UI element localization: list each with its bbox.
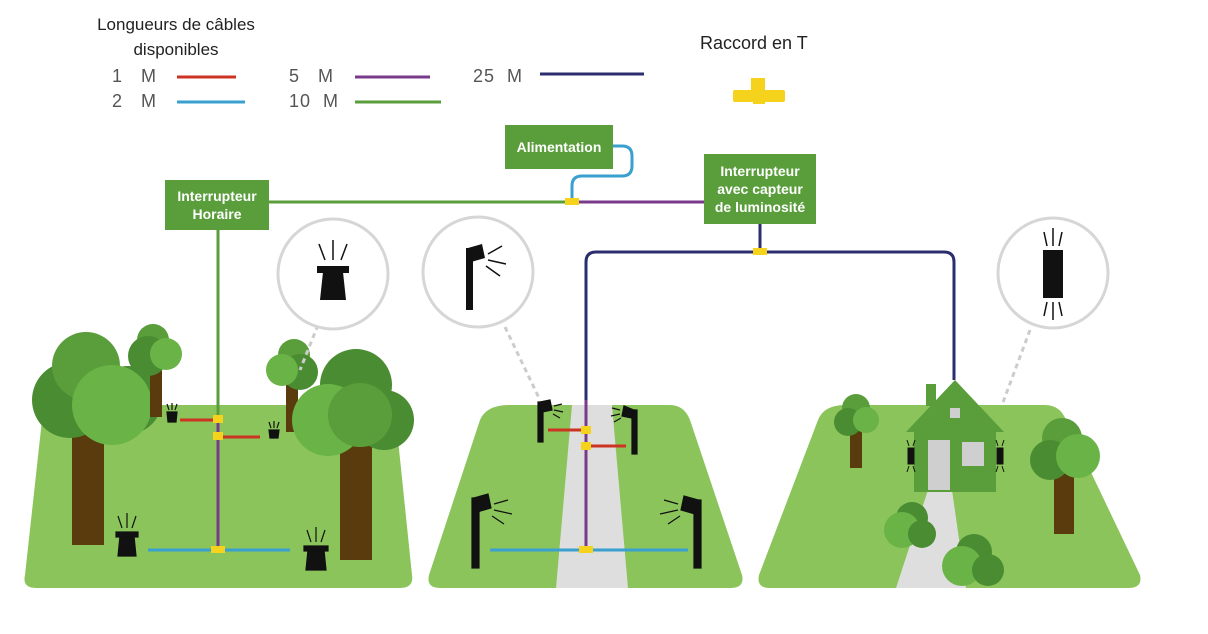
- cable-10m: [216, 200, 572, 418]
- bush-right: [942, 534, 1004, 586]
- callout-post-light: [421, 215, 535, 329]
- timer-switch-label-line1: Interrupteur: [177, 188, 257, 204]
- legend-title-line1: Longueurs de câbles: [97, 15, 255, 34]
- callout-connectors: [298, 324, 1032, 406]
- legend-title-line2: disponibles: [133, 40, 219, 59]
- tree-large-left: [32, 332, 162, 545]
- legend-label-2m: 2 M: [112, 91, 158, 111]
- post-light: [471, 399, 702, 569]
- wall-light: [906, 439, 1005, 473]
- legend-title: Longueurs de câbles disponibles: [96, 12, 256, 62]
- tee-connectors: [211, 198, 767, 553]
- cable-1m: [180, 418, 626, 448]
- ground-spot-light: [115, 403, 329, 571]
- light-sensor-switch-box: Interrupteur avec capteur de luminosité: [704, 154, 816, 224]
- legend-label-1m: 1 M: [112, 66, 158, 86]
- light-sensor-label-line3: de luminosité: [714, 199, 806, 215]
- tree-small-left-back: [128, 324, 182, 417]
- light-sensor-label-line2: avec capteur: [717, 181, 803, 197]
- legend-label-25m: 25 M: [473, 66, 524, 86]
- legend-label-5m: 5 M: [289, 66, 335, 86]
- light-sensor-label-line1: Interrupteur: [720, 163, 800, 179]
- legend-label-10m: 10 M: [289, 91, 340, 111]
- yellow-tee-connector-icon: [733, 78, 785, 104]
- house: [906, 380, 1004, 492]
- tree-right-parcel-small: [834, 394, 879, 468]
- callout-wall-light: [996, 216, 1110, 330]
- tee-legend-title: Raccord en T: [700, 33, 808, 53]
- cable-25m: [584, 222, 956, 400]
- tree-small-right-back: [266, 339, 318, 432]
- bush-left: [884, 502, 936, 548]
- driveway: [556, 405, 628, 588]
- tree-large-right: [292, 349, 414, 560]
- tree-right-parcel-large: [1030, 418, 1100, 534]
- power-supply-box: Alimentation: [505, 125, 613, 169]
- callout-ground-spot: [276, 217, 390, 331]
- timer-switch-box: Interrupteur Horaire: [165, 180, 269, 230]
- timer-switch-label-line2: Horaire: [192, 206, 242, 222]
- power-supply-label: Alimentation: [516, 139, 602, 155]
